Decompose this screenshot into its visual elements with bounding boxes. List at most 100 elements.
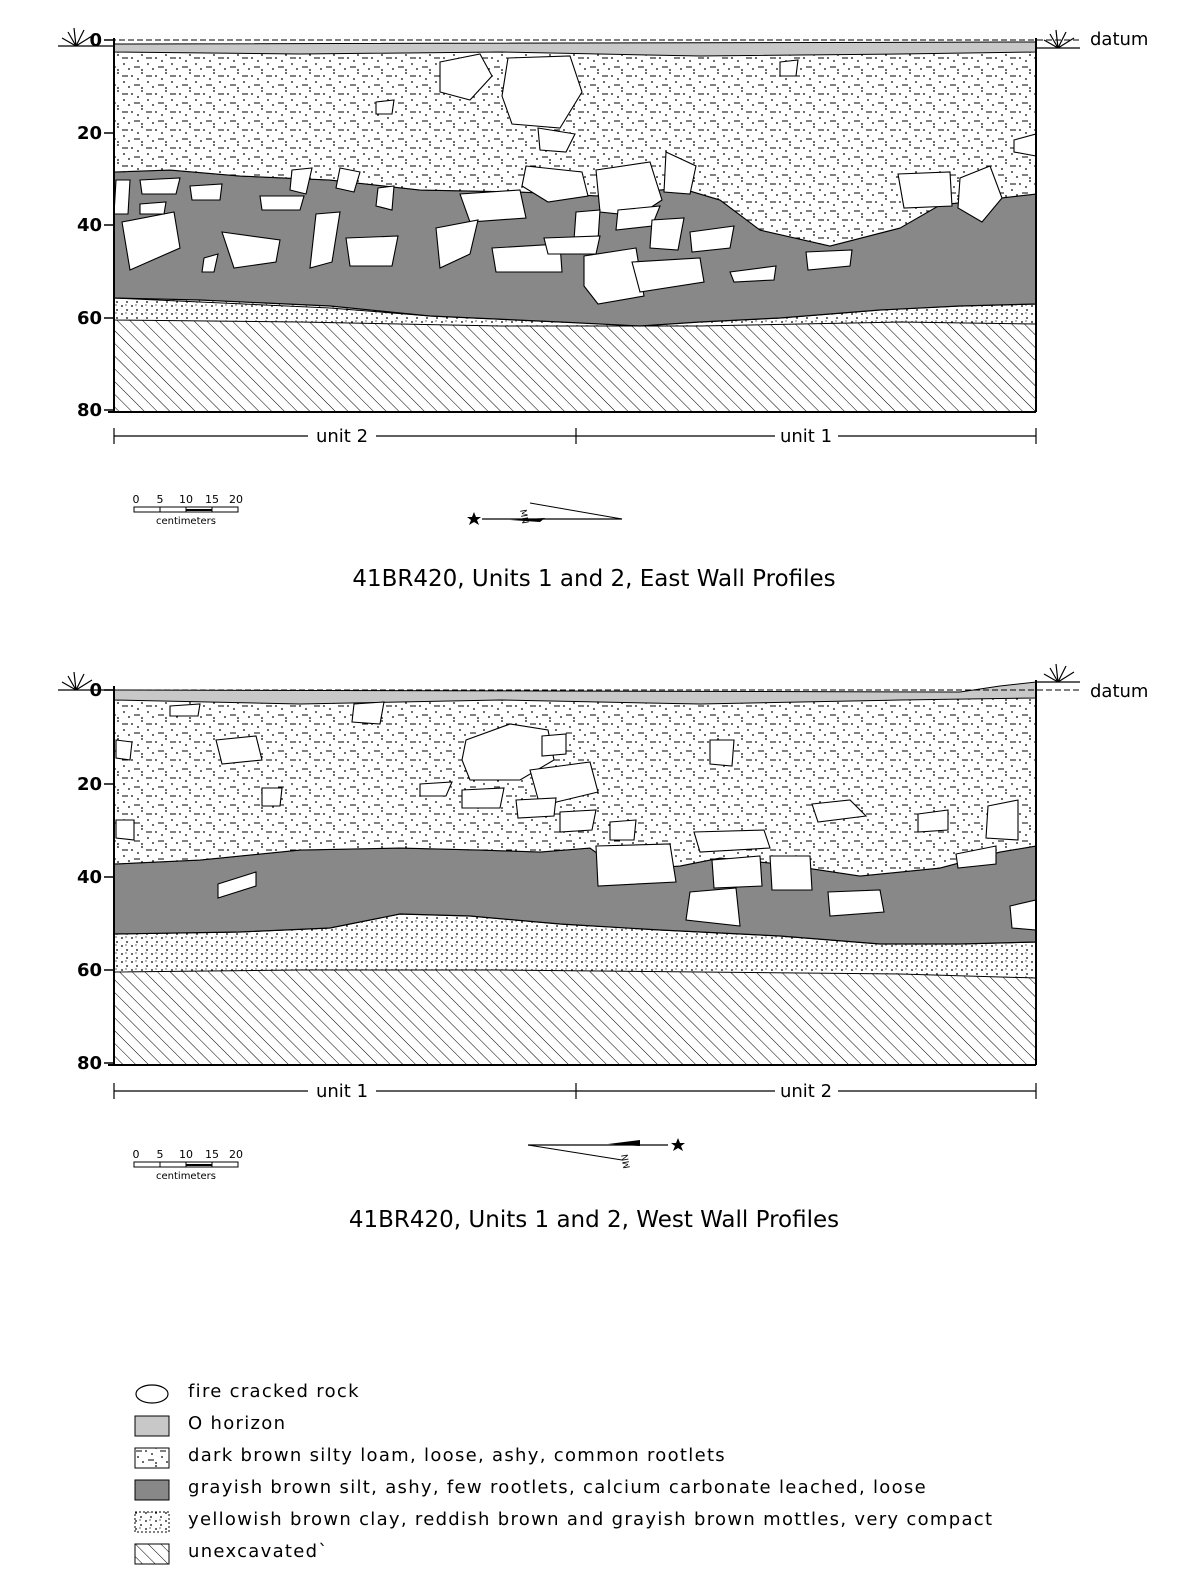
rock: [559, 809, 597, 833]
east-depth-tick-0: 0: [89, 30, 102, 51]
west-scale-unit: centimeters: [156, 1171, 216, 1182]
west-scale-bar: 0 5 10 15 20 centimeters: [133, 1148, 244, 1182]
east-depth-tick-40: 40: [77, 215, 102, 236]
rock: [289, 167, 313, 195]
legend-label: unexcavated`: [188, 1541, 329, 1562]
west-depth-tick-40: 40: [77, 867, 102, 888]
grass-icon: [61, 663, 1075, 691]
west-depth-tick-20: 20: [77, 774, 102, 795]
rock-swatch-icon: [135, 1384, 169, 1404]
east-profile: 0 20 40 60 80 datum unit 2 unit 1 0 5 10…: [58, 27, 1148, 527]
west-profile-title: 41BR420, Units 1 and 2, West Wall Profil…: [348, 1207, 840, 1233]
rock: [375, 185, 395, 211]
rock: [461, 787, 505, 809]
west-datum-label: datum: [1090, 681, 1148, 702]
east-scale-tick-20: 20: [229, 493, 243, 506]
rock: [985, 799, 1019, 841]
west-profile: 0 20 40 60 80 datum unit 1 unit 2 0 5 10…: [58, 663, 1148, 1182]
east-scale-tick-0: 0: [133, 493, 140, 506]
rock: [609, 819, 637, 841]
rock: [729, 265, 777, 283]
rock: [957, 165, 1003, 223]
east-scale-tick-5: 5: [157, 493, 164, 506]
rock: [663, 151, 697, 195]
west-scale-tick-5: 5: [157, 1148, 164, 1161]
west-o-horizon: [113, 681, 1037, 705]
rock: [115, 739, 133, 761]
rock: [769, 855, 813, 891]
rock: [189, 183, 223, 201]
east-depth-tick-20: 20: [77, 123, 102, 144]
east-unit-left-label: unit 2: [316, 426, 368, 447]
legend-label: O horizon: [188, 1413, 287, 1434]
o-horizon-swatch-icon: [134, 1415, 170, 1437]
legend-label: yellowish brown clay, reddish brown and …: [188, 1509, 994, 1530]
rock: [583, 247, 645, 305]
east-datum-label: datum: [1090, 29, 1148, 50]
rock: [215, 735, 263, 765]
rock: [351, 701, 385, 725]
loam-swatch-icon: [134, 1447, 170, 1469]
east-north-arrow: MN: [467, 502, 623, 525]
rock: [595, 843, 677, 887]
rock: [685, 887, 741, 927]
rock: [779, 59, 799, 77]
rock: [459, 189, 527, 223]
west-unit-left-label: unit 1: [316, 1081, 368, 1102]
legend-label: grayish brown silt, ashy, few rootlets, …: [188, 1477, 927, 1498]
rock: [521, 165, 589, 203]
rock: [805, 249, 853, 271]
legend-label: fire cracked rock: [188, 1381, 360, 1402]
east-scale-bar: 0 5 10 15 20 centimeters: [133, 493, 244, 527]
east-fire-cracked-rocks: [113, 53, 1037, 305]
east-unit-extents: [113, 428, 1037, 444]
rock: [435, 219, 479, 269]
east-scale-unit: centimeters: [156, 516, 216, 527]
star-icon: [467, 512, 481, 525]
rock: [955, 845, 997, 869]
rock: [693, 829, 771, 853]
rock: [917, 809, 949, 833]
rock: [543, 235, 601, 255]
east-depth-tick-60: 60: [77, 308, 102, 329]
west-north-label: MN: [621, 1153, 633, 1169]
west-scale-tick-20: 20: [229, 1148, 243, 1161]
rock: [529, 761, 599, 807]
hatch-swatch-icon: [134, 1543, 170, 1565]
rock: [897, 171, 953, 209]
rock: [501, 55, 583, 129]
rock: [221, 231, 281, 269]
rock: [139, 201, 167, 215]
rock: [375, 99, 395, 115]
west-depth-tick-60: 60: [77, 960, 102, 981]
silt-swatch-icon: [134, 1479, 170, 1501]
west-fire-cracked-rocks: [115, 701, 1037, 931]
rock: [261, 787, 283, 807]
rock: [121, 211, 181, 271]
rock: [259, 195, 305, 211]
west-scale-tick-0: 0: [133, 1148, 140, 1161]
grass-icon: [61, 27, 1075, 49]
rock: [201, 253, 219, 273]
west-depth-tick-0: 0: [89, 680, 102, 701]
rock: [309, 211, 341, 269]
rock: [139, 177, 181, 195]
rock: [515, 797, 557, 819]
clay-swatch-icon: [134, 1511, 170, 1533]
rock: [335, 167, 361, 193]
rock: [711, 855, 763, 889]
east-o-horizon: [113, 41, 1037, 57]
west-unit-right-label: unit 2: [780, 1081, 832, 1102]
east-depth-tick-80: 80: [77, 400, 102, 421]
east-north-label: MN: [517, 509, 529, 525]
west-north-arrow: MN: [527, 1138, 685, 1169]
rock: [573, 209, 601, 241]
east-unit-right-label: unit 1: [780, 426, 832, 447]
east-depth-axis: [104, 39, 114, 411]
rock: [115, 819, 135, 841]
rock: [113, 179, 131, 215]
rock: [649, 217, 685, 251]
east-scale-tick-15: 15: [205, 493, 219, 506]
rock: [827, 889, 885, 917]
